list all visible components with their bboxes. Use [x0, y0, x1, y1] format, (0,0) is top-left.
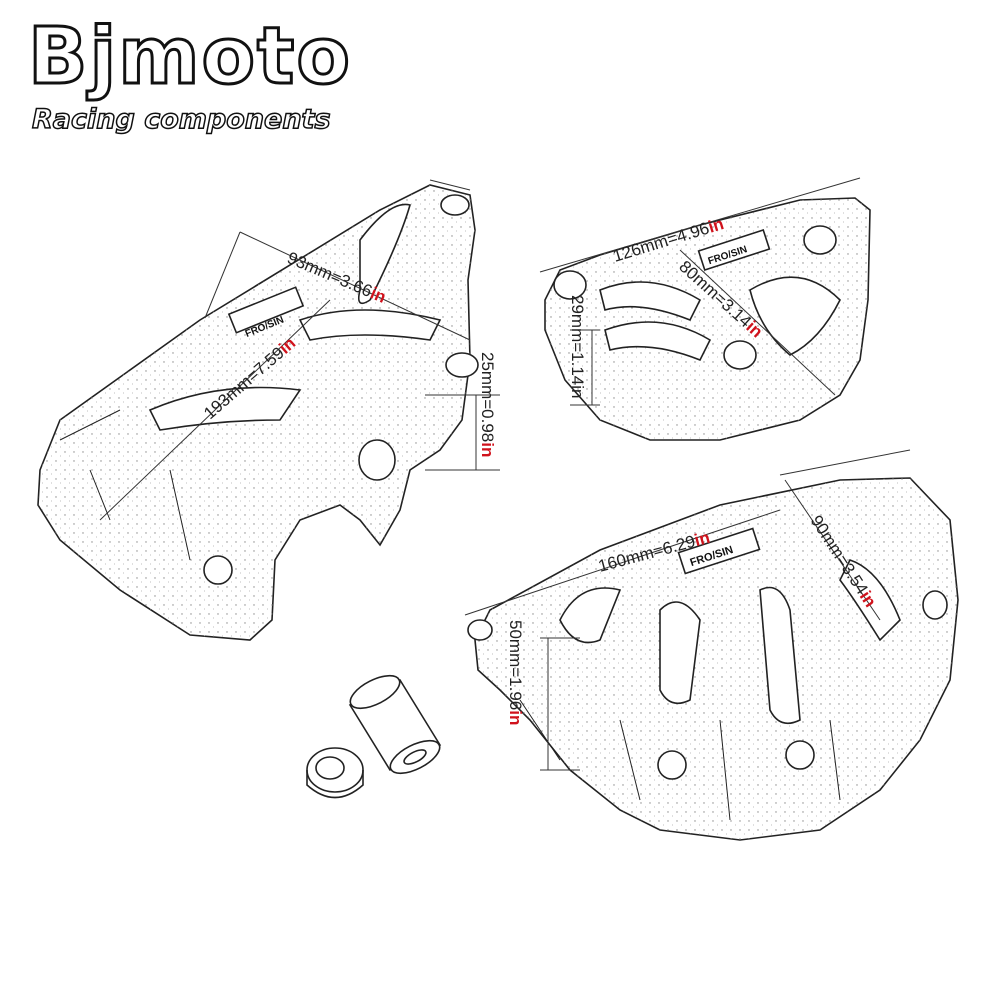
top-right-engine-cover [544, 197, 871, 441]
dimension-label: 29mm=1.14in [568, 295, 587, 398]
bushing-washer [306, 747, 364, 799]
left-engine-cover [37, 184, 479, 641]
dimension-label: 50mm=1.96in [506, 620, 525, 725]
spacer-sleeve [348, 674, 442, 775]
brand-logo: Bjmoto Racing components [27, 17, 352, 138]
brand-tagline: Racing components [31, 104, 331, 135]
dimension-label: 25mm=0.98in [478, 352, 497, 457]
dimension-lines [99, 177, 911, 771]
bottom-right-engine-cover [467, 477, 959, 841]
brand-name: Bjmoto [27, 12, 352, 102]
